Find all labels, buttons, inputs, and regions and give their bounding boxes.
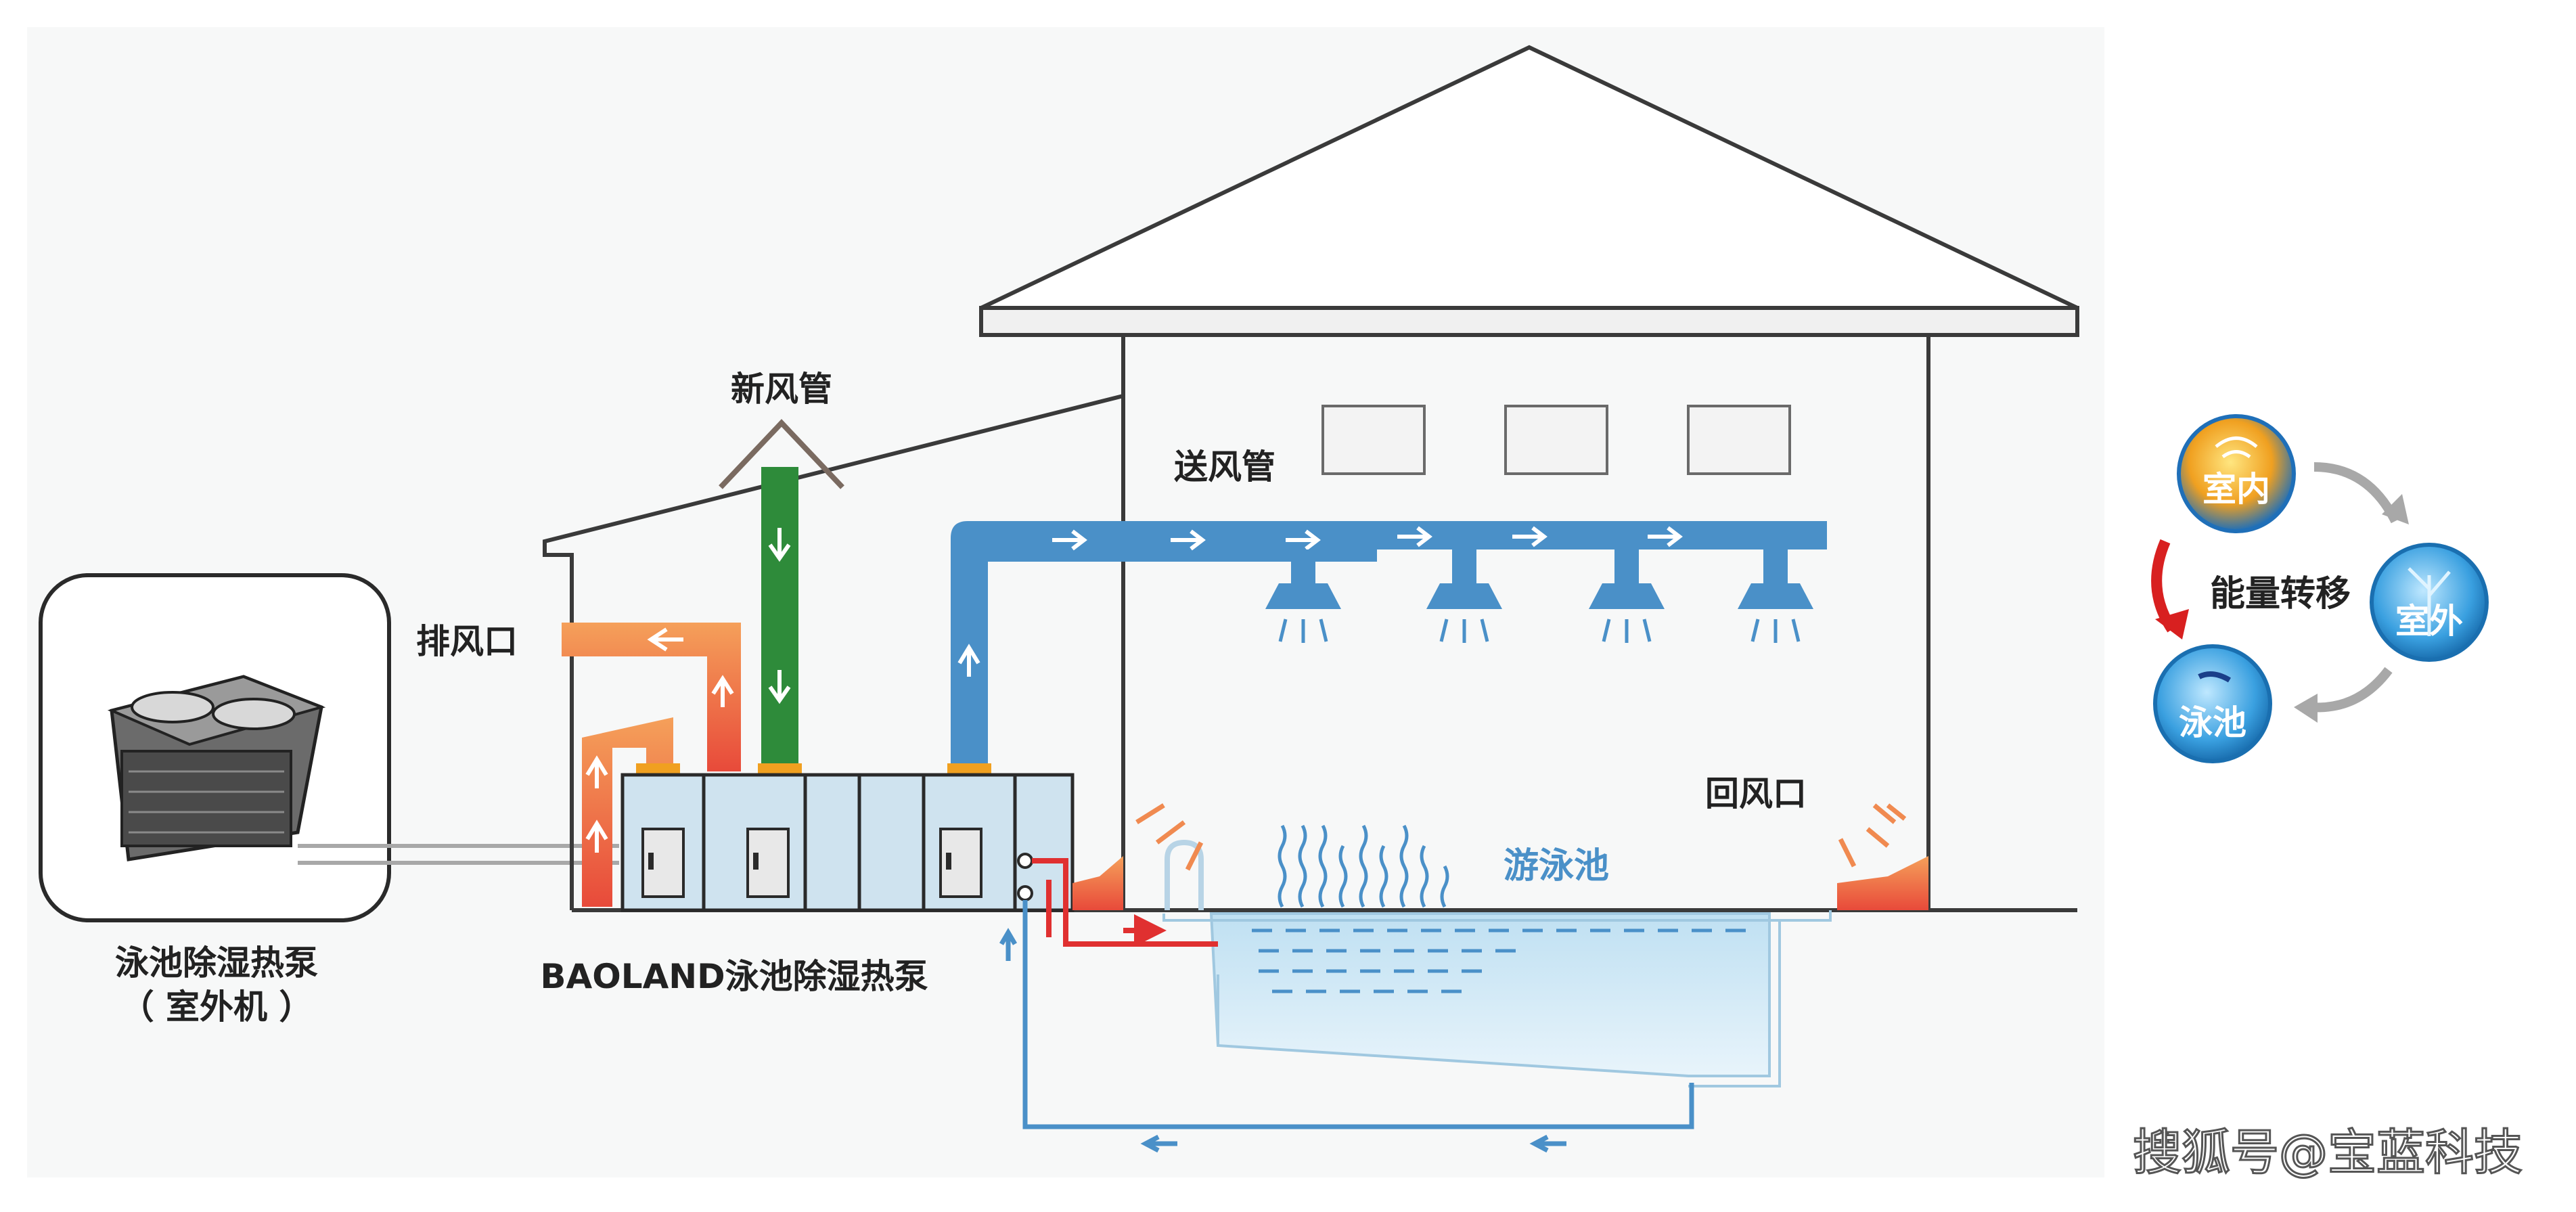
roof-eave — [979, 306, 2079, 337]
window-2 — [1504, 405, 1608, 475]
hot-water-pipe — [1032, 858, 1218, 947]
supply-air-duct-label: 送风管 — [1174, 447, 1275, 487]
supply-arrow-4 — [1397, 526, 1432, 547]
window-3 — [1687, 405, 1791, 475]
return-air-grille-right — [1837, 803, 1928, 910]
exhaust-arrow-4 — [585, 820, 608, 853]
energy-transfer-label: 能量转移 — [2210, 574, 2351, 614]
supply-arrow-3 — [1286, 529, 1321, 551]
swimming-pool — [1162, 824, 1832, 1087]
outdoor-label: 室外 — [2395, 602, 2463, 641]
cold-water-port — [1017, 885, 1033, 901]
pool-ladder — [1165, 839, 1204, 910]
diffuser-4 — [1738, 549, 1813, 609]
supply-air-duct — [947, 521, 1827, 774]
fresh-arrow-1 — [768, 528, 791, 562]
outdoor-unit-icon — [107, 675, 326, 861]
unit-door-3 — [939, 828, 982, 898]
fresh-arrow-2 — [768, 670, 791, 704]
exhaust-duct — [562, 623, 741, 907]
unit-door-1 — [641, 828, 685, 898]
pool-label: 泳池 — [2179, 703, 2246, 742]
return-air-grille-left — [1072, 803, 1204, 910]
return-water-pipe — [999, 900, 1694, 1153]
diffuser-1 — [1265, 549, 1341, 609]
main-unit — [620, 773, 1075, 912]
refrigerant-lines — [298, 844, 619, 865]
hot-water-port — [1017, 853, 1033, 869]
cycle-arrow-outdoor-pool — [2310, 667, 2393, 713]
outdoor-unit-label: 泳池除湿热泵 — [115, 943, 318, 983]
evaporation-waves — [1278, 824, 1449, 908]
swimmer-icon — [2198, 671, 2232, 683]
water-ripples — [1252, 928, 1753, 993]
pool-ball — [2153, 644, 2272, 763]
fresh-air-cap — [719, 419, 844, 489]
watermark: 搜狐号@宝蓝科技 — [2133, 1124, 2523, 1181]
unit-door-2 — [746, 828, 790, 898]
energy-cycle: 室内 室外 泳池 — [2151, 414, 2489, 763]
indoor-ball — [2177, 414, 2296, 533]
annex-building — [543, 394, 1124, 910]
fresh-air-duct — [719, 419, 844, 774]
return-air-outlet-label: 回风口 — [1705, 774, 1807, 813]
supply-arrow-5 — [1512, 526, 1547, 547]
outdoor-unit-sublabel: （ 室外机 ） — [120, 987, 313, 1027]
swimming-pool-label: 游泳池 — [1504, 846, 1609, 886]
exhaust-arrow-1 — [647, 627, 683, 652]
diffuser-airflow — [1278, 619, 1801, 643]
diffuser-2 — [1426, 549, 1502, 609]
fresh-air-duct-label: 新风管 — [731, 369, 832, 409]
supply-arrow-6 — [1648, 526, 1683, 547]
tree-icon — [2408, 567, 2451, 636]
exhaust-arrow-3 — [585, 755, 608, 788]
indoor-label: 室内 — [2202, 470, 2270, 509]
main-unit-label: BAOLAND泳池除湿热泵 — [540, 957, 928, 996]
supply-arrow-2 — [1171, 529, 1206, 551]
supply-arrow-1 — [1052, 529, 1087, 551]
supply-arrow-up — [957, 644, 980, 677]
window-1 — [1321, 405, 1426, 475]
exhaust-outlet-label: 排风口 — [416, 622, 518, 661]
outdoor-unit — [39, 573, 391, 922]
wifi-icon — [2215, 436, 2258, 459]
main-building — [979, 45, 2079, 910]
outdoor-ball — [2370, 543, 2489, 662]
diffuser-3 — [1589, 549, 1665, 609]
exhaust-arrow-2 — [711, 675, 734, 707]
